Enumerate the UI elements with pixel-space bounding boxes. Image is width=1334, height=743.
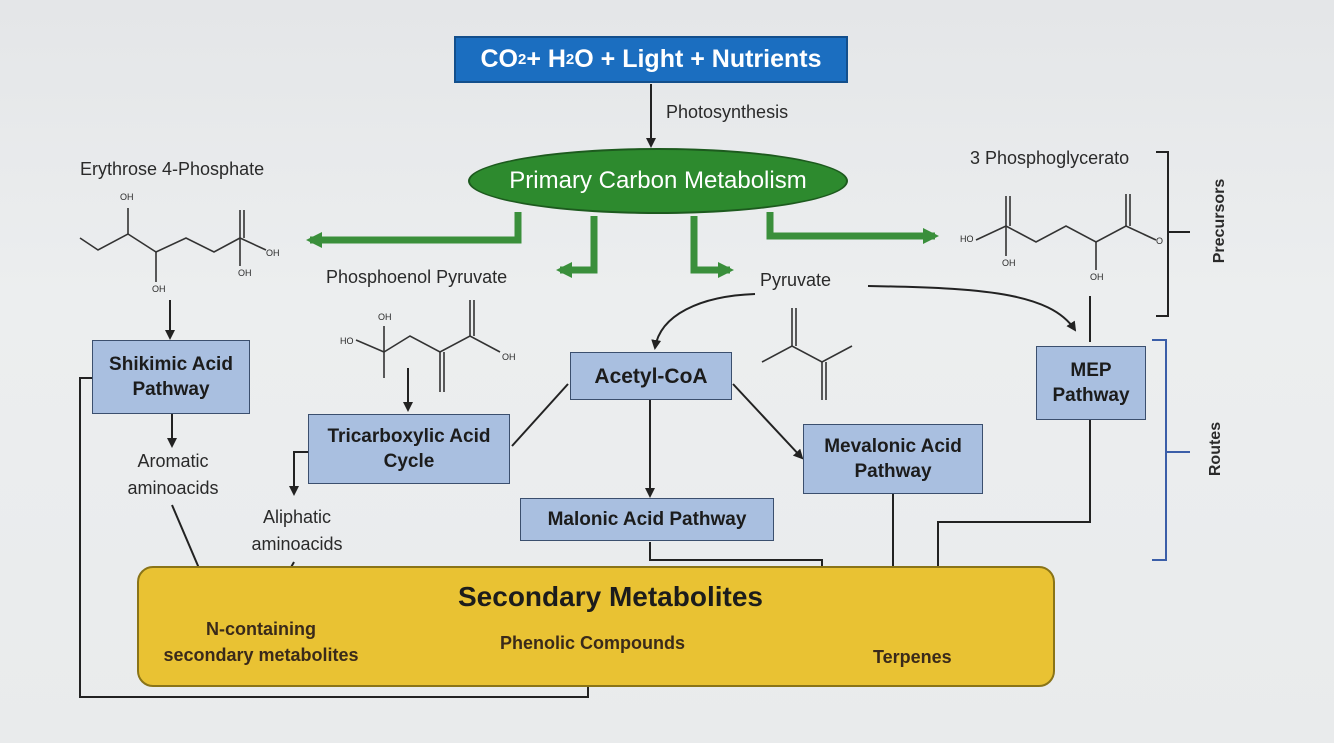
atom-label: OH — [266, 248, 280, 258]
green-arrow-pyruvate — [690, 216, 734, 278]
primary-metabolism-label: Primary Carbon Metabolism — [509, 167, 807, 194]
n-containing-label: N-containing secondary metabolites — [163, 619, 359, 665]
atom-label: OH — [378, 312, 392, 322]
mevalonic-pathway-box: Mevalonic Acid Pathway — [803, 424, 983, 494]
aromatic-aminoacids-label: Aromatic aminoacids — [127, 451, 219, 498]
pyruvate-label: Pyruvate — [760, 270, 832, 290]
molecule-phosphoglycerate — [975, 194, 1157, 270]
source-plus-h: + H — [526, 45, 566, 73]
erythrose-label: Erythrose 4-Phosphate — [80, 159, 265, 179]
molecule-pyruvate — [761, 308, 853, 400]
arrow-shikimic-phenolic-loop — [79, 377, 593, 698]
atom-label: OH — [120, 192, 134, 202]
atom-label: OH — [1002, 258, 1016, 268]
green-arrows — [306, 212, 939, 278]
photosynthesis-label: Photosynthesis — [666, 102, 789, 122]
primary-metabolism-node: Primary Carbon Metabolism — [468, 148, 848, 214]
atom-label: OH — [502, 352, 516, 362]
mep-pathway-box: MEP Pathway — [1036, 346, 1146, 420]
atom-label: HO — [960, 234, 974, 244]
green-arrow-erythrose — [306, 212, 522, 248]
link-acetyl-tca — [511, 383, 569, 447]
source-rest: O + Light + Nutrients — [574, 45, 822, 73]
phenolic-compounds-label: Phenolic Compounds — [500, 633, 686, 653]
green-arrow-phosphoglycerate — [766, 212, 939, 244]
phosphoglycerate-label: 3 Phosphoglycerato — [970, 148, 1130, 168]
source-co: CO — [480, 45, 518, 73]
arrow-tca-aliphatic — [289, 451, 308, 496]
secondary-metabolites-title: Secondary Metabolites — [458, 581, 763, 612]
routes-side-label: Routes — [1207, 421, 1224, 477]
molecule-erythrose — [79, 208, 267, 282]
terpenes-label: Terpenes — [873, 647, 952, 667]
source-sub: 2 — [565, 51, 575, 68]
arrow-acetyl-mevalonic — [732, 383, 804, 460]
atom-label: OH — [1090, 272, 1104, 282]
precursors-side-label: Precursors — [1211, 178, 1228, 264]
secondary-metabolites-box — [137, 566, 1055, 687]
atom-label: HO — [340, 336, 354, 346]
shikimic-pathway-box: Shikimic Acid Pathway — [92, 340, 250, 414]
aliphatic-aminoacids-label: Aliphatic aminoacids — [251, 507, 343, 554]
tca-cycle-box: Tricarboxylic Acid Cycle — [308, 414, 510, 484]
arrow-pyruvate-acetyl — [651, 293, 756, 350]
molecule-pep — [355, 300, 501, 392]
green-arrow-pep — [556, 216, 598, 278]
acetyl-coa-box: Acetyl-CoA — [570, 352, 732, 400]
routes-bracket — [1152, 339, 1190, 561]
atom-label: OH — [238, 268, 252, 278]
source-sub: 2 — [517, 51, 527, 68]
pep-label: Phosphoenol Pyruvate — [326, 267, 508, 287]
atom-label: OH — [152, 284, 166, 294]
malonic-pathway-box: Malonic Acid Pathway — [520, 498, 774, 541]
precursors-bracket — [1156, 151, 1190, 317]
atom-label: O — [1156, 236, 1164, 246]
arrow-pyruvate-mep — [867, 285, 1077, 332]
